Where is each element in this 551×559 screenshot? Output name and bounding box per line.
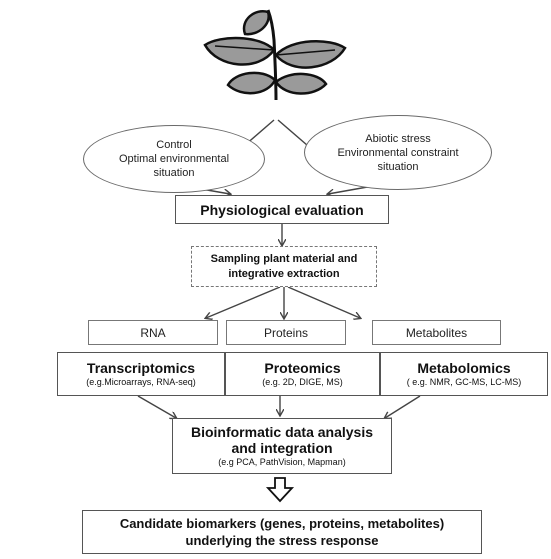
proteomics-title: Proteomics — [264, 360, 341, 376]
physiological-evaluation-box: Physiological evaluation — [175, 195, 389, 224]
proteins-box: Proteins — [226, 320, 346, 345]
arrow-to-rna — [206, 286, 281, 318]
sampling-line1: Sampling plant material and — [210, 252, 358, 265]
control-line2: Optimal environmental — [118, 153, 230, 165]
metabolomics-example: ( e.g. NMR, GC-MS, LC-MS) — [406, 377, 522, 387]
metabolites-box: Metabolites — [372, 320, 501, 345]
arrow-metabolomics-to-bioinformatics — [385, 395, 421, 418]
bioinformatics-example: (e.g PCA, PathVision, Mapman) — [218, 457, 346, 467]
bioinformatics-box: Bioinformatic data analysis and integrat… — [172, 418, 392, 474]
stress-line2: Environmental constraint — [337, 146, 459, 159]
metabolomics-box: Metabolomics ( e.g. NMR, GC-MS, LC-MS) — [380, 352, 548, 396]
transcriptomics-box: Transcriptomics (e.g.Microarrays, RNA-se… — [57, 352, 225, 396]
control-line1: Control — [156, 139, 192, 151]
stress-condition: Abiotic stress Environmental constraint … — [304, 115, 492, 190]
result-line2: underlying the stress response — [185, 533, 379, 548]
metabolites-label: Metabolites — [405, 325, 468, 340]
result-line1: Candidate biomarkers (genes, proteins, m… — [119, 516, 445, 531]
arrow-to-metabolites — [287, 286, 360, 318]
proteomics-example: (e.g. 2D, DIGE, MS) — [262, 377, 343, 387]
stress-line3: situation — [377, 160, 419, 173]
bioinformatics-line2: and integration — [231, 440, 333, 456]
bioinformatics-line1: Bioinformatic data analysis — [190, 424, 374, 440]
sampling-box: Sampling plant material and integrative … — [191, 246, 377, 287]
control-line3: situation — [153, 167, 195, 179]
transcriptomics-example: (e.g.Microarrays, RNA-seq) — [86, 377, 196, 387]
metabolomics-title: Metabolomics — [417, 360, 511, 376]
stress-line1: Abiotic stress — [365, 132, 431, 145]
sampling-line2: integrative extraction — [228, 267, 340, 280]
down-arrow-icon — [265, 477, 295, 503]
rna-label: RNA — [140, 325, 166, 340]
control-condition: Control Optimal environmental situation — [83, 125, 265, 193]
physiological-label: Physiological evaluation — [200, 201, 364, 218]
arrow-transcriptomics-to-bioinformatics — [137, 395, 176, 418]
proteins-label: Proteins — [263, 325, 309, 340]
plant-seedling-icon — [203, 9, 347, 101]
proteomics-box: Proteomics (e.g. 2D, DIGE, MS) — [225, 352, 380, 396]
rna-box: RNA — [88, 320, 218, 345]
candidate-biomarkers-box: Candidate biomarkers (genes, proteins, m… — [82, 510, 482, 554]
transcriptomics-title: Transcriptomics — [86, 360, 196, 376]
